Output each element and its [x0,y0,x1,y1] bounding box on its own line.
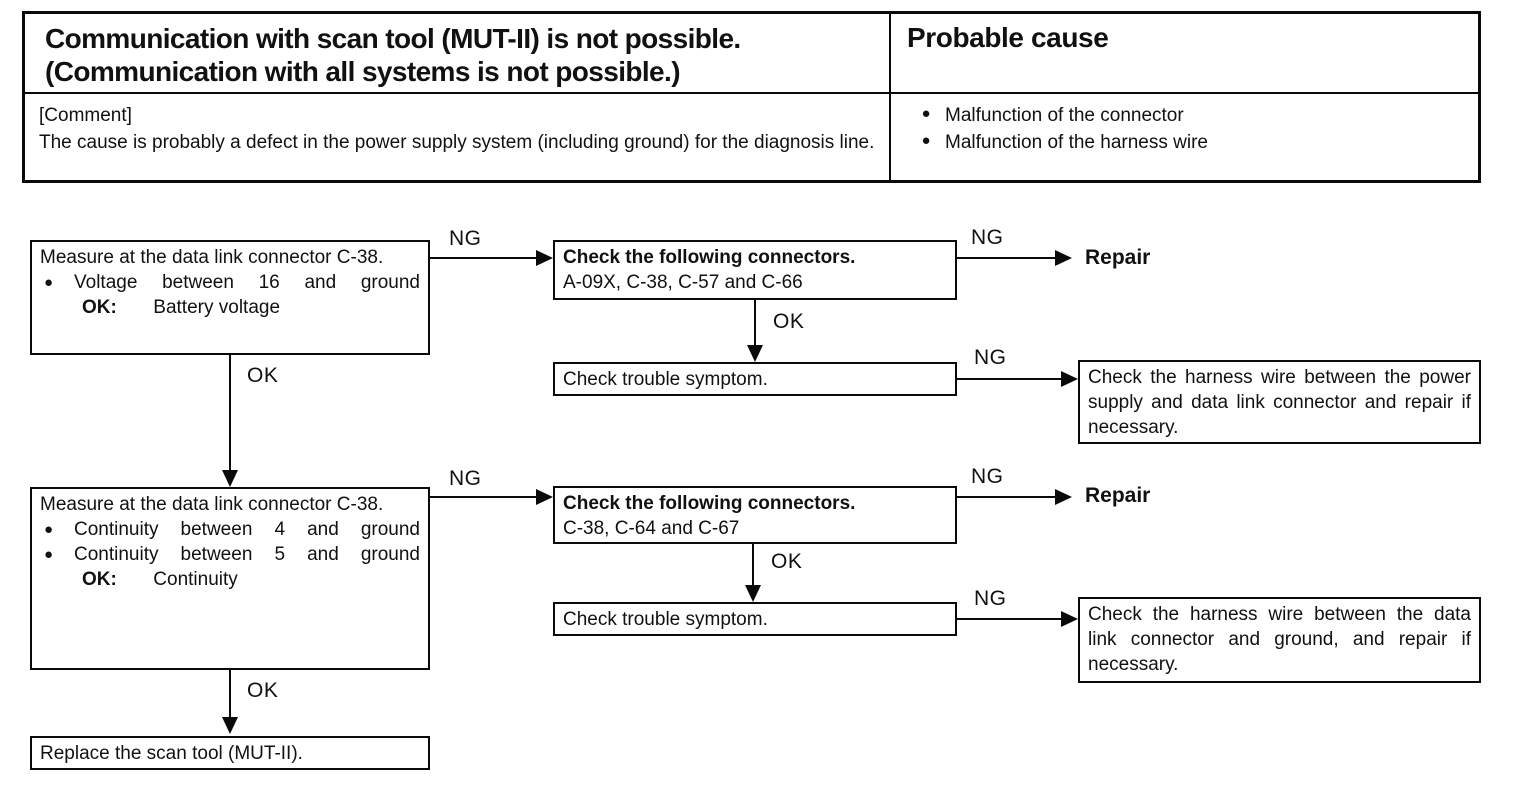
cause-item: ● Malfunction of the harness wire [907,130,1462,157]
box-check-trouble-symptom-1: Check trouble symptom. [553,362,957,396]
troubleshooting-header-table: Communication with scan tool (MUT-II) is… [22,11,1481,183]
repair-label-2: Repair [1085,484,1151,507]
arrowhead-right-icon [1061,371,1078,387]
check-symptom-2-text: Check trouble symptom. [563,609,768,630]
bullet-icon: ● [921,105,931,122]
replace-tool-text: Replace the scan tool (MUT-II). [40,743,303,764]
connector-line [957,618,1065,620]
problem-title-cell: Communication with scan tool (MUT-II) is… [25,14,891,94]
connector-line [229,355,231,473]
measure-continuity-bullet-2: ● Continuity between 5 and ground [40,542,420,567]
measure-continuity-ok: OK: Continuity [40,567,420,592]
check-connectors-1-title: Check the following connectors. [563,247,856,268]
repair-label-1: Repair [1085,246,1151,269]
connector-line [752,544,754,588]
ok-label-2: OK [773,310,805,333]
measure-continuity-intro: Measure at the data link connector C-38. [40,494,384,515]
ok-label-4: OK [247,679,279,702]
check-connectors-2-title: Check the following connectors. [563,493,856,514]
arrowhead-down-icon [222,717,238,734]
ok-condition-value: Continuity [153,569,238,590]
box-measure-voltage: Measure at the data link connector C-38.… [30,240,430,355]
ok-label-3: OK [771,550,803,573]
probable-cause-title: Probable cause [907,22,1109,53]
arrowhead-right-icon [1061,611,1078,627]
cause-text: Malfunction of the connector [945,105,1184,126]
bullet-icon: ● [44,546,54,563]
cause-item: ● Malfunction of the connector [907,103,1462,130]
probable-cause-header: Probable cause [891,14,1478,94]
box-replace-scan-tool: Replace the scan tool (MUT-II). [30,736,430,770]
ok-label-1: OK [247,364,279,387]
ng-label-5: NG [971,465,1004,488]
measure-voltage-ok: OK: Battery voltage [40,295,420,320]
box-check-trouble-symptom-2: Check trouble symptom. [553,602,957,636]
ok-condition-label: OK: [82,297,117,318]
arrowhead-down-icon [745,585,761,602]
box-check-connectors-1: Check the following connectors. A-09X, C… [553,240,957,300]
comment-text: The cause is probably a defect in the po… [39,131,875,153]
box-measure-continuity: Measure at the data link connector C-38.… [30,487,430,670]
bullet-text: Continuity between 5 and ground [74,544,420,565]
check-symptom-1-text: Check trouble symptom. [563,369,768,390]
arrowhead-down-icon [747,345,763,362]
bullet-icon: ● [44,274,54,291]
connector-line [957,378,1065,380]
causes-cell: ● Malfunction of the connector ● Malfunc… [891,94,1478,180]
bullet-text: Voltage between 16 and ground [74,272,420,293]
bullet-icon: ● [44,521,54,538]
comment-cell: [Comment] The cause is probably a defect… [25,94,891,180]
ng-label-3: NG [974,346,1007,369]
ok-condition-label: OK: [82,569,117,590]
measure-continuity-bullet-1: ● Continuity between 4 and ground [40,517,420,542]
arrowhead-right-icon [1055,489,1072,505]
ng-label-4: NG [449,467,482,490]
arrowhead-right-icon [536,489,553,505]
box-check-connectors-2: Check the following connectors. C-38, C-… [553,486,957,544]
cause-text: Malfunction of the harness wire [945,131,1208,153]
arrowhead-down-icon [222,470,238,487]
arrowhead-right-icon [1055,250,1072,266]
comment-label: [Comment] [39,105,132,126]
harness-power-text: Check the harness wire between the power… [1088,367,1471,438]
arrowhead-right-icon [536,250,553,266]
problem-title-line2: (Communication with all systems is not p… [45,56,681,88]
connector-line [430,257,540,259]
check-connectors-1-list: A-09X, C-38, C-57 and C-66 [563,272,803,293]
connector-line [957,257,1059,259]
connector-line [430,496,540,498]
bullet-icon: ● [921,131,931,149]
connector-line [754,300,756,348]
measure-voltage-bullet: ● Voltage between 16 and ground [40,270,420,295]
check-connectors-2-list: C-38, C-64 and C-67 [563,518,740,539]
ng-label-1: NG [449,227,482,250]
harness-ground-text: Check the harness wire between the data … [1088,604,1471,675]
box-harness-ground: Check the harness wire between the data … [1078,597,1481,683]
ng-label-6: NG [974,587,1007,610]
ng-label-2: NG [971,226,1004,249]
ok-condition-value: Battery voltage [153,297,281,318]
box-harness-power-supply: Check the harness wire between the power… [1078,360,1481,444]
problem-title-line1: Communication with scan tool (MUT-II) is… [45,23,741,54]
measure-voltage-intro: Measure at the data link connector C-38. [40,247,384,268]
connector-line [229,670,231,720]
connector-line [957,496,1059,498]
bullet-text: Continuity between 4 and ground [74,519,420,540]
